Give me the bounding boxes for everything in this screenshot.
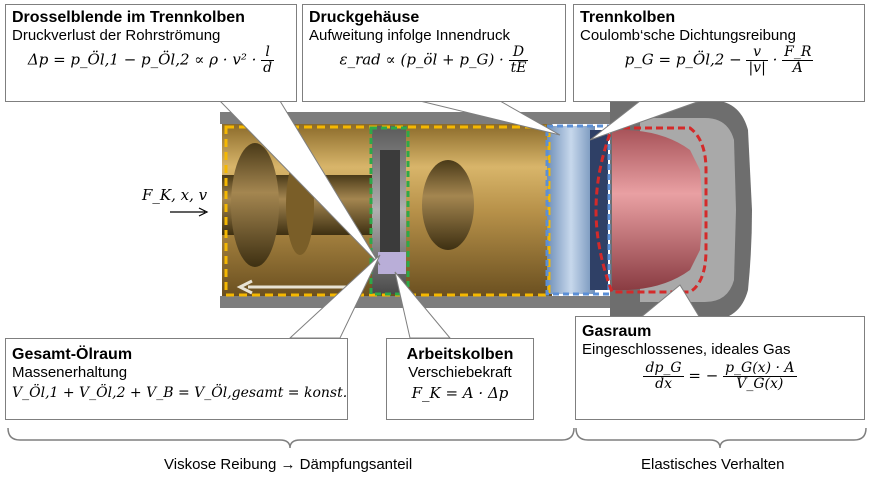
oelraum-title: Gesamt-Ölraum <box>12 346 133 363</box>
working-piston <box>372 126 406 294</box>
trennkolben-title: Trennkolben <box>580 9 676 26</box>
flow-arrow-icon <box>236 279 360 295</box>
gasraum-frac-left-den: dx <box>655 376 672 392</box>
gas-chamber <box>612 129 702 291</box>
force-label: F_K, x, v <box>142 186 208 204</box>
bottom-label-viscous: Viskose Reibung → Dämpfungsanteil <box>164 456 413 473</box>
bottom-label-elastic: Elastisches Verhalten <box>641 456 785 473</box>
trennkolben-frac1-den: |v| <box>748 60 766 76</box>
piston-rod <box>222 143 474 267</box>
piston-region-outline <box>369 126 410 296</box>
brace-viscous <box>7 427 575 449</box>
oelraum-subtitle: Massenerhaltung <box>12 364 128 381</box>
callout-arbeitskolben: Arbeitskolben Verschiebekraft F_K = A · … <box>386 338 534 420</box>
arbeitskolben-title: Arbeitskolben <box>406 346 514 363</box>
callout-druckgehaeuse: Druckgehäuse Aufweitung infolge Innendru… <box>302 4 566 102</box>
gasraum-subtitle: Eingeschlossenes, ideales Gas <box>582 341 791 358</box>
drossel-title: Drosselblende im Trennkolben <box>12 9 245 26</box>
gasraum-frac-left-num: dp_G <box>643 360 684 377</box>
gasraum-frac-right-den: V_G(x) <box>736 376 784 392</box>
trennkolben-frac2-num: F_R <box>782 44 814 61</box>
druckgehaeuse-frac-den: tE <box>510 60 527 76</box>
callout-oelraum: Gesamt-Ölraum Massenerhaltung V_Öl,1 + V… <box>5 338 348 420</box>
arbeitskolben-equation: F_K = A · Δp <box>411 384 509 402</box>
gasraum-title: Gasraum <box>582 323 652 340</box>
druckgehaeuse-eq-lhs: ε_rad ∝ (p_öl + p_G) · <box>339 50 504 69</box>
brace-elastic <box>575 427 867 449</box>
drossel-frac-den: d <box>263 60 273 76</box>
trennkolben-frac1: v|v| <box>746 45 768 76</box>
piston-seal <box>590 130 608 290</box>
callout-drossel: Drosselblende im Trennkolben Druckverlus… <box>5 4 297 102</box>
druckgehaeuse-frac-num: D <box>508 45 529 61</box>
drossel-eq-lhs: Δp = p_Öl,1 − p_Öl,2 ∝ ρ · v² · <box>27 50 257 69</box>
druckgehaeuse-subtitle: Aufweitung infolge Innendruck <box>309 27 510 44</box>
housing-region-outline <box>545 124 611 296</box>
callout-gasraum: Gasraum Eingeschlossenes, ideales Gas dp… <box>575 316 865 420</box>
force-arrow-icon <box>170 207 209 217</box>
trennkolben-subtitle: Coulomb‘sche Dichtungsreibung <box>580 27 796 44</box>
trennkolben-frac2-den: A <box>792 60 803 76</box>
trennkolben-eq-lhs: p_G = p_Öl,2 − <box>624 50 742 69</box>
druckgehaeuse-title: Druckgehäuse <box>309 9 420 26</box>
callout-leaders <box>218 100 701 339</box>
drossel-frac-num: l <box>261 45 275 61</box>
callout-trennkolben: Trennkolben Coulomb‘sche Dichtungsreibun… <box>573 4 865 102</box>
gasraum-frac-right-num: p_G(x) · A <box>723 360 797 377</box>
gasraum-equals-minus: = − <box>688 366 719 385</box>
drossel-subtitle: Druckverlust der Rohrströmung <box>12 27 221 44</box>
arbeitskolben-subtitle: Verschiebekraft <box>408 364 512 381</box>
separating-piston <box>547 126 595 294</box>
trennkolben-frac1-num: v <box>746 45 768 61</box>
oelraum-equation: V_Öl,1 + V_Öl,2 + V_B = V_Öl,gesamt = ko… <box>12 385 348 401</box>
